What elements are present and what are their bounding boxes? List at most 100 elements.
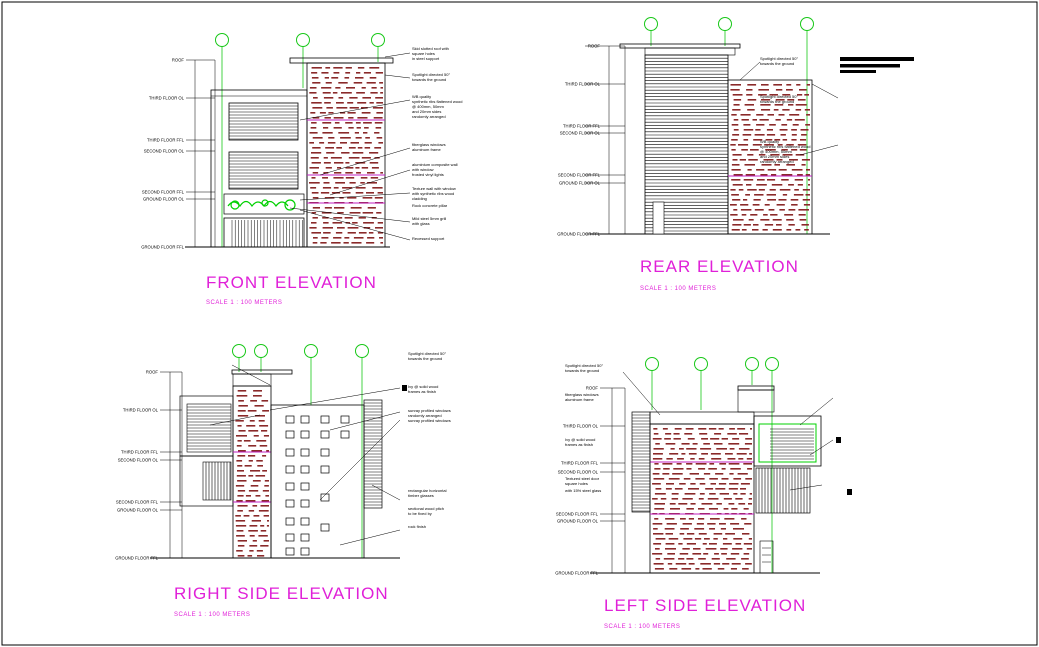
brick <box>758 89 769 91</box>
brick <box>761 99 771 101</box>
brick <box>335 87 341 89</box>
brick <box>670 508 680 510</box>
annotation-note: synthetic ribs flattened wood <box>412 99 462 104</box>
brick <box>670 448 675 450</box>
brick <box>737 428 746 430</box>
brick <box>730 84 741 86</box>
brick <box>352 152 364 154</box>
brick <box>739 159 746 161</box>
brick <box>243 515 250 517</box>
brick <box>741 119 749 121</box>
right-legend-block <box>402 385 407 391</box>
level-label: THIRD FLOOR FFL <box>561 461 599 466</box>
left-window <box>758 423 817 463</box>
brick <box>249 525 258 527</box>
brick <box>745 174 755 176</box>
brick <box>732 159 738 161</box>
brick <box>380 172 383 174</box>
brick <box>237 480 247 482</box>
brick <box>686 533 695 535</box>
brick <box>236 435 247 437</box>
brick <box>249 550 254 552</box>
brick <box>654 463 659 465</box>
brick <box>801 134 807 136</box>
brick <box>739 433 749 435</box>
brick <box>728 443 740 445</box>
brick <box>236 530 244 532</box>
brick <box>678 558 685 560</box>
brick <box>357 117 368 119</box>
brick <box>788 209 796 211</box>
brick <box>679 448 684 450</box>
brick <box>784 214 794 216</box>
small-window <box>300 533 310 542</box>
tree-icon <box>644 17 658 46</box>
brick <box>727 458 736 460</box>
tree-icon <box>800 17 814 234</box>
brick <box>338 82 348 84</box>
brick <box>788 184 794 186</box>
brick <box>351 242 362 244</box>
brick <box>332 92 338 94</box>
brick <box>364 142 372 144</box>
brick <box>340 142 347 144</box>
brick <box>353 237 364 239</box>
brick <box>332 222 343 224</box>
brick <box>343 242 349 244</box>
brick <box>698 428 707 430</box>
brick <box>743 179 754 181</box>
brick <box>380 92 383 94</box>
brick <box>771 174 777 176</box>
brick <box>732 134 740 136</box>
brick <box>311 77 319 79</box>
brick <box>334 162 344 164</box>
small-window <box>320 430 330 439</box>
brick <box>339 197 344 199</box>
brick <box>748 219 754 221</box>
brick <box>374 122 383 124</box>
brick <box>335 232 343 234</box>
brick <box>716 448 727 450</box>
brick <box>312 172 319 174</box>
brick <box>323 162 331 164</box>
brick <box>666 483 674 485</box>
brick <box>778 169 787 171</box>
brick <box>698 533 707 535</box>
brick <box>238 450 246 452</box>
brick <box>665 543 675 545</box>
brick <box>236 500 243 502</box>
annotation-note: and 20mm sides <box>760 154 789 159</box>
brick <box>309 132 318 134</box>
brick <box>702 543 707 545</box>
brick <box>767 169 777 171</box>
brick <box>703 553 709 555</box>
small-window <box>285 533 295 542</box>
annotation-note: rock finish <box>408 524 426 529</box>
brick <box>325 82 332 84</box>
level-label: GROUND FLOOR OL <box>559 181 601 186</box>
brick <box>668 538 679 540</box>
brick <box>733 174 743 176</box>
brick <box>713 533 723 535</box>
brick <box>682 548 690 550</box>
brick <box>752 119 757 121</box>
brick <box>767 114 774 116</box>
brick <box>714 553 719 555</box>
brick <box>794 179 803 181</box>
brick <box>237 425 242 427</box>
right-louvre-lower <box>202 461 232 501</box>
brick <box>681 453 686 455</box>
brick <box>733 99 742 101</box>
brick <box>248 490 259 492</box>
brick <box>698 458 705 460</box>
brick <box>688 488 699 490</box>
brick <box>788 224 795 226</box>
brick <box>237 390 247 392</box>
brick <box>364 127 369 129</box>
brick <box>380 87 383 89</box>
brick <box>313 97 318 99</box>
brick <box>799 149 807 151</box>
brick <box>708 428 717 430</box>
brick <box>786 219 794 221</box>
